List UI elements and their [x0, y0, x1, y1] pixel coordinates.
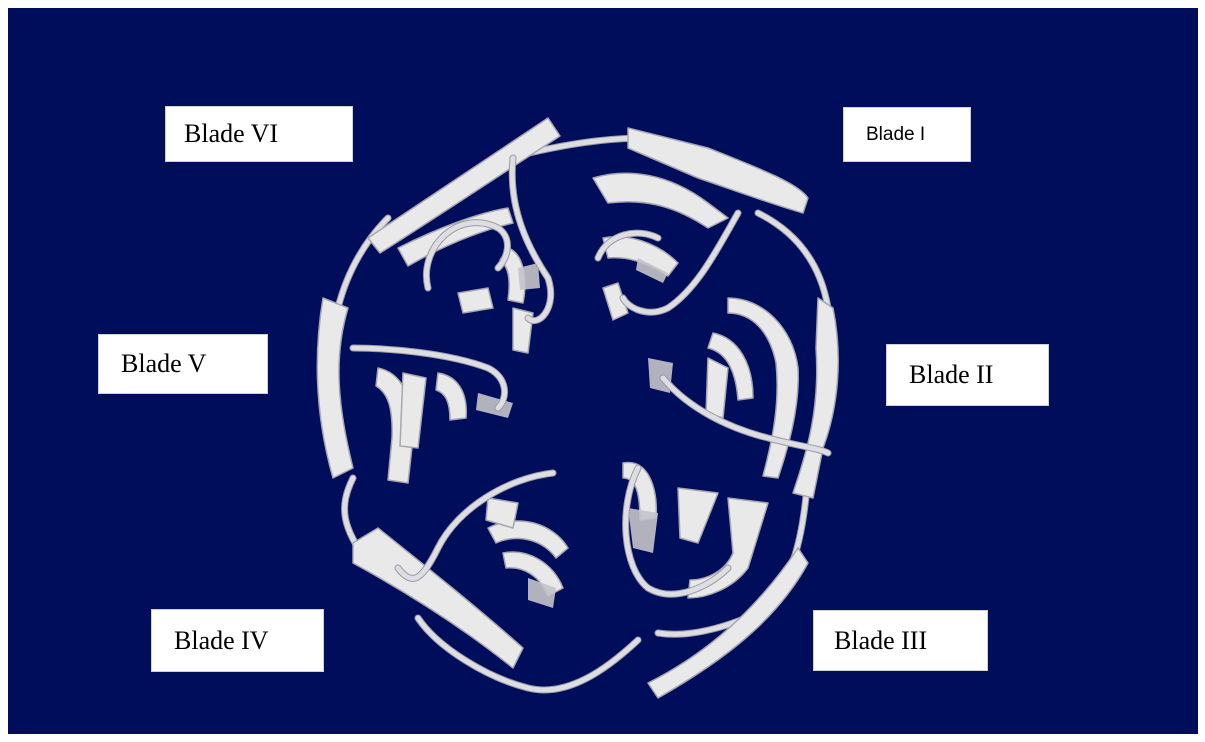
blade-5-sheet [317, 298, 513, 483]
label-blade-6-text: Blade VI [184, 119, 278, 149]
blade-2-sheet [648, 298, 838, 498]
label-blade-2: Blade II [886, 344, 1049, 406]
label-blade-4: Blade IV [151, 609, 324, 672]
blade-4-sheet [353, 473, 568, 668]
label-blade-1-text: Blade I [866, 124, 925, 146]
label-blade-3-text: Blade III [834, 626, 927, 656]
label-blade-3: Blade III [813, 610, 988, 671]
blade-6-sheet [368, 118, 560, 353]
label-blade-5-text: Blade V [121, 349, 206, 379]
label-blade-4-text: Blade IV [174, 626, 269, 656]
label-blade-5: Blade V [98, 334, 268, 394]
label-blade-1: Blade I [843, 107, 971, 162]
label-blade-6: Blade VI [165, 106, 353, 162]
blade-3-sheet [623, 462, 808, 698]
diagram-canvas: Blade VI Blade I Blade V Blade II Blade … [8, 8, 1198, 734]
label-blade-2-text: Blade II [909, 360, 993, 390]
